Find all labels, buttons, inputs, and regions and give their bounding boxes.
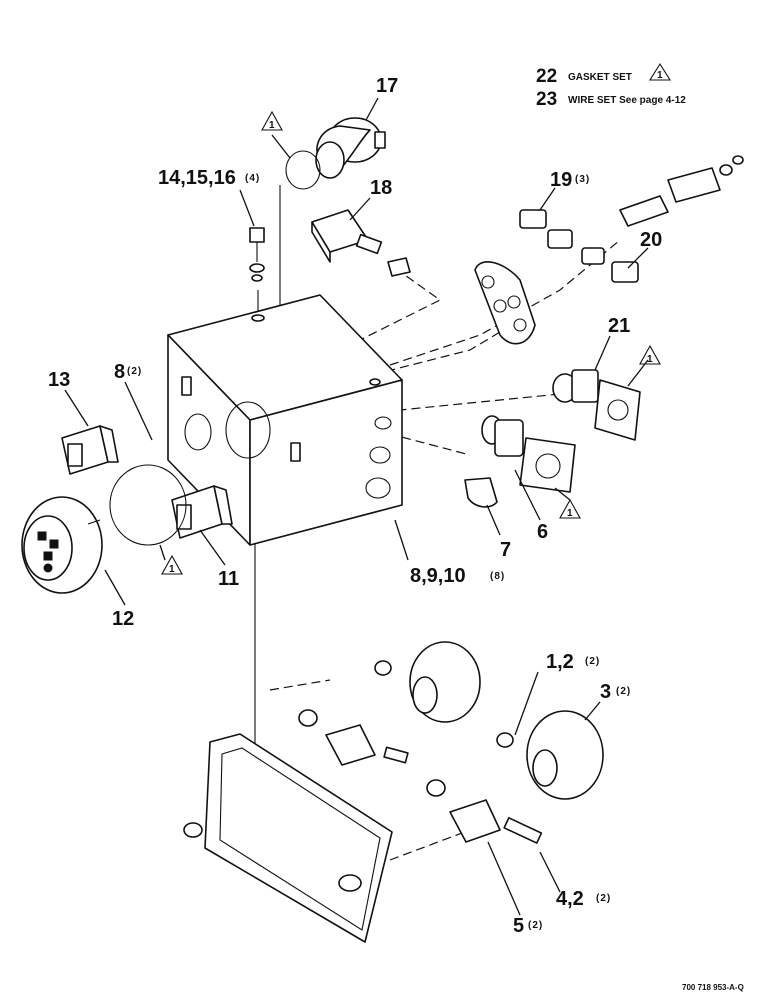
callout-qty: (2) — [616, 686, 631, 697]
warning-triangle-icon: 1 — [161, 554, 183, 575]
part-14-screw-stack — [249, 227, 265, 282]
part-6-connector — [481, 415, 576, 493]
callout-6: 6 — [537, 521, 548, 543]
callout-1-2: 1,2 — [546, 651, 574, 673]
callout-7: 7 — [500, 539, 511, 561]
callout-8: 8 — [114, 361, 125, 383]
callout-14-15-16: 14,15,16 — [158, 167, 236, 189]
mounting-plate — [183, 733, 393, 943]
callout-12: 12 — [112, 608, 134, 630]
part-18-circuit-breaker — [311, 209, 411, 277]
callout-5: 5 — [513, 915, 524, 937]
document-number: 700 718 953-A-Q — [682, 983, 744, 992]
control-box — [167, 294, 403, 546]
callout-qty: (2) — [127, 366, 142, 377]
callout-11: 11 — [218, 568, 239, 590]
callout-3: 3 — [600, 681, 611, 703]
callout-qty: (2) — [585, 656, 600, 667]
legend: 22 GASKET SET 1 23 WIRE SET See page 4-1… — [536, 62, 686, 110]
callout-18: 18 — [370, 177, 392, 199]
part-19-20-connectors — [474, 155, 744, 345]
flag-triangles: 1 1 1 1 — [161, 110, 661, 575]
part-12-gauge — [21, 464, 187, 594]
callout-qty: (3) — [575, 174, 590, 185]
warning-triangle-icon: 1 — [649, 62, 671, 81]
callout-19: 19 — [550, 169, 572, 191]
part-21-receptacle — [552, 369, 641, 441]
callout-8-9-10: 8,9,10 — [410, 565, 466, 587]
part-7-indicator-lamp — [464, 477, 498, 508]
callout-21: 21 — [608, 315, 630, 337]
bracket-assembly-upper — [298, 641, 481, 797]
bracket-assembly-lower — [449, 710, 604, 844]
warning-triangle-icon: 1 — [639, 344, 661, 365]
svg-text:1: 1 — [567, 508, 573, 519]
callout-4-2: 4,2 — [556, 888, 584, 910]
svg-text:1: 1 — [657, 70, 663, 81]
part-13-rocker-switch — [61, 425, 119, 475]
legend-text: WIRE SET See page 4-12 — [568, 95, 686, 106]
warning-triangle-icon: 1 — [261, 110, 283, 131]
callout-qty: (8) — [490, 571, 505, 582]
part-11-rocker-switch — [171, 485, 233, 539]
svg-text:1: 1 — [269, 120, 275, 131]
callout-labels: 17 14,15,16 (4) 18 19 (3) 20 21 13 8 (2)… — [48, 75, 662, 937]
callout-20: 20 — [640, 229, 662, 251]
warning-triangle-icon: 1 — [559, 498, 581, 519]
callout-qty: (4) — [245, 173, 260, 184]
callout-qty: (2) — [596, 893, 611, 904]
leader-lines — [64, 97, 649, 916]
callout-13: 13 — [48, 369, 70, 391]
legend-number: 22 — [536, 66, 557, 87]
callout-17: 17 — [376, 75, 398, 97]
svg-text:1: 1 — [169, 564, 175, 575]
legend-text: GASKET SET — [568, 72, 632, 83]
legend-number: 23 — [536, 89, 557, 110]
callout-qty: (2) — [528, 920, 543, 931]
part-17-key-switch — [285, 117, 386, 190]
svg-text:1: 1 — [647, 354, 653, 365]
